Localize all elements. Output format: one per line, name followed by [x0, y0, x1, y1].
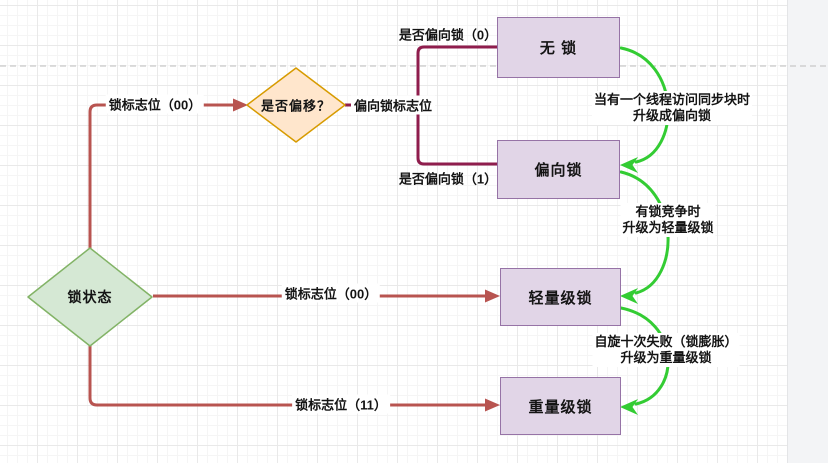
node-biased-lock-label: 偏向锁	[534, 162, 583, 179]
node-is-biased-diamond	[246, 67, 346, 143]
annotation-line: 自旋十次失败（锁膨胀）	[594, 334, 738, 349]
edge-lockstate-to-isbiased	[88, 103, 234, 249]
node-biased-lock: 偏向锁	[497, 140, 620, 199]
node-lock-state-diamond	[27, 247, 153, 347]
arrowhead-green-heavyweight	[620, 399, 638, 415]
node-no-lock: 无 锁	[497, 17, 620, 78]
node-heavyweight-lock: 重量级锁	[500, 377, 621, 435]
node-no-lock-label: 无 锁	[539, 40, 578, 57]
edge-label-biased-flag: 偏向锁标志位	[350, 95, 436, 115]
canvas-right-gutter	[787, 0, 828, 463]
annotation-line: 当有一个线程访问同步块时	[593, 92, 751, 107]
node-lightweight-lock-label: 轻量级锁	[528, 289, 593, 307]
arrowhead-green-biased	[620, 157, 638, 173]
annotation-line: 有锁竞争时	[635, 204, 701, 219]
edge-label-flag-11: 锁标志位（11）	[292, 394, 390, 414]
annotation-line: 升级为轻量级锁	[622, 220, 714, 235]
edge-label-flag-00-mid: 锁标志位（00）	[281, 283, 381, 303]
arrowhead-to-isbiased	[233, 98, 248, 112]
arrowhead-to-lightweight	[485, 289, 500, 303]
annotation-line: 升级成偏向锁	[632, 108, 712, 123]
annotation-upgrade-to-lightweight: 有锁竞争时 升级为轻量级锁	[620, 203, 716, 237]
annotation-upgrade-to-heavyweight: 自旋十次失败（锁膨胀） 升级为重量级锁	[592, 333, 740, 367]
edge-lockstate-to-heavyweight	[88, 345, 486, 407]
edge-label-is-biased-1: 是否偏向锁（1）	[398, 171, 498, 187]
arrowhead-green-lightweight	[620, 288, 638, 304]
annotation-line: 升级为重量级锁	[620, 350, 712, 365]
edge-label-flag-00-top: 锁标志位（00）	[105, 94, 205, 114]
node-lightweight-lock: 轻量级锁	[500, 268, 621, 326]
arrowhead-to-heavyweight	[485, 398, 500, 412]
node-heavyweight-lock-label: 重量级锁	[528, 398, 593, 416]
edge-label-is-biased-0: 是否偏向锁（0）	[398, 27, 498, 43]
node-is-biased-label: 是否偏移？	[260, 98, 332, 114]
node-lock-state-label: 锁状态	[67, 289, 113, 305]
annotation-upgrade-to-biased: 当有一个线程访问同步块时 升级成偏向锁	[591, 91, 753, 125]
